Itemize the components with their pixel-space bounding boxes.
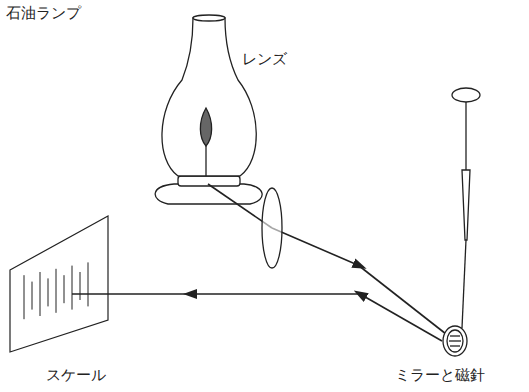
- lens: [262, 188, 282, 268]
- mirror-and-needle: [443, 88, 480, 356]
- scale-label: スケール: [46, 366, 106, 384]
- lamp-label: 石油ランプ: [6, 4, 81, 22]
- mirror-label: ミラーと磁針: [395, 366, 485, 384]
- lens-label: レンズ: [242, 50, 287, 68]
- light-path: [72, 184, 446, 346]
- kerosene-lamp: [155, 15, 262, 204]
- scale-sheet: [10, 216, 108, 352]
